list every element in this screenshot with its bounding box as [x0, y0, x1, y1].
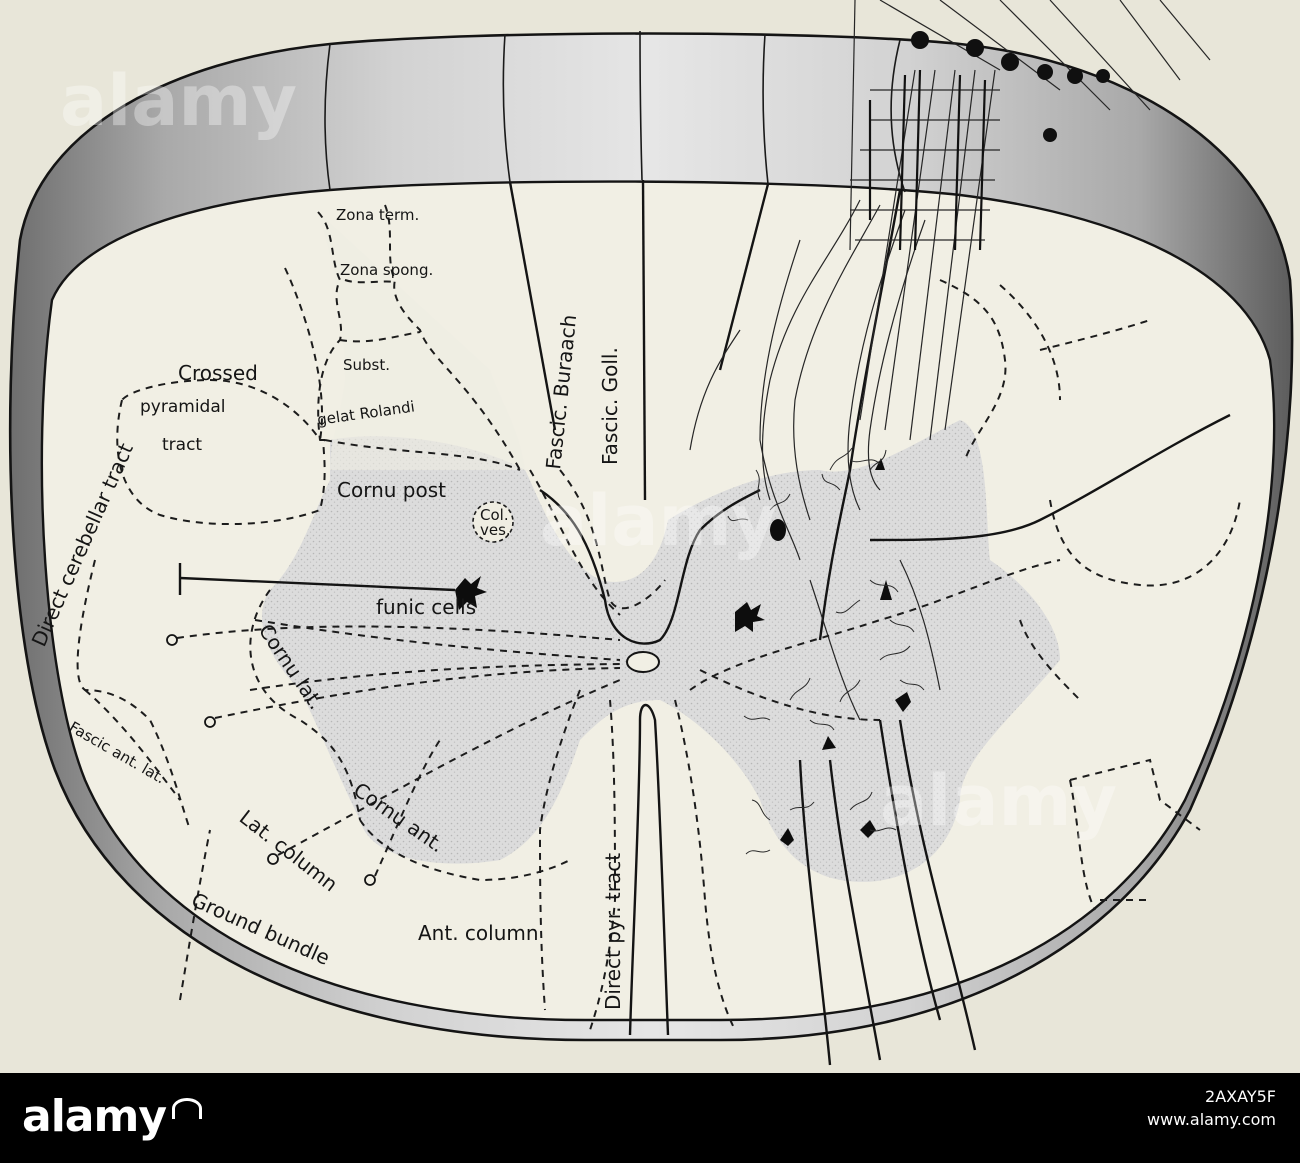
label-ves: ves.	[480, 521, 511, 539]
funic-neuron-2	[735, 602, 765, 632]
fissures	[178, 179, 1231, 1066]
posterior-median-septum	[641, 179, 647, 501]
stock-footer-bar: alamy 2AXAY5F www.alamy.com	[0, 1073, 1300, 1163]
stock-image-id: 2AXAY5F	[1205, 1087, 1276, 1106]
dendrites	[727, 447, 925, 855]
label-pyramidal: pyramidal	[140, 397, 225, 417]
neuron-cells	[455, 458, 911, 846]
commissural-fiber	[869, 413, 1231, 542]
spinal-cord-diagram: Zona term. Zona spong. Subst. gelat Rola…	[0, 0, 1300, 1073]
fiber-terminals	[166, 634, 376, 886]
label-funic-cells: funic cells	[376, 595, 476, 619]
label-zona: Zona term.	[336, 206, 419, 224]
posterior-horn-region	[318, 212, 525, 470]
ventral-root-4	[898, 719, 977, 1051]
septum-right	[718, 183, 770, 371]
fiber-bundle	[689, 0, 1211, 721]
root-fiber-1	[818, 189, 902, 641]
stock-logo: alamy	[22, 1091, 202, 1142]
cord-outline	[8, 30, 1294, 1042]
stock-meta: 2AXAY5F www.alamy.com	[1147, 1087, 1276, 1129]
funic-cell-axon	[179, 576, 456, 592]
ventral-root-3	[798, 759, 832, 1066]
ganglion-cells	[911, 31, 1110, 142]
central-canal	[626, 651, 660, 673]
right-region-boundaries	[674, 279, 1241, 1031]
dorsal-neuron	[770, 519, 786, 541]
ventral-neuron-5	[860, 820, 876, 838]
label-direct-pyr-tract: Direct pyr. tract	[601, 853, 625, 1010]
label-subst: Subst.	[343, 356, 390, 374]
label-zona-spong: Zona spong.	[340, 261, 433, 279]
col-ves-circle	[472, 501, 514, 543]
grey-matter	[261, 420, 1060, 882]
burdach-goll-septum	[508, 181, 557, 431]
ventral-neuron-2	[895, 692, 911, 712]
stock-logo-icon	[172, 1098, 202, 1119]
label-fascic-goll: Fascic. Goll.	[598, 347, 622, 465]
funic-neuron-1	[455, 576, 487, 610]
ring-segment-lines	[324, 30, 906, 193]
label-tract: tract	[162, 435, 202, 455]
commissural-dashes	[176, 625, 621, 877]
label-crossed: Crossed	[178, 361, 258, 385]
central-canal-arc	[539, 488, 761, 645]
label-ant-column: Ant. column	[418, 921, 539, 945]
dorsal-root-bundle	[868, 69, 987, 251]
anterior-median-fissure	[628, 703, 670, 1036]
ventral-neuron-3	[822, 736, 836, 750]
stock-logo-text: alamy	[22, 1091, 167, 1142]
label-col: Col.	[480, 506, 509, 524]
label-cornu-post: Cornu post	[337, 478, 446, 502]
ventral-neuron-1	[880, 580, 892, 600]
ventral-root-2	[828, 759, 882, 1061]
ventral-root-1	[878, 719, 942, 1021]
stock-url: www.alamy.com	[1147, 1110, 1276, 1129]
ventral-neuron-4	[780, 828, 794, 846]
left-region-boundaries	[76, 204, 666, 1031]
